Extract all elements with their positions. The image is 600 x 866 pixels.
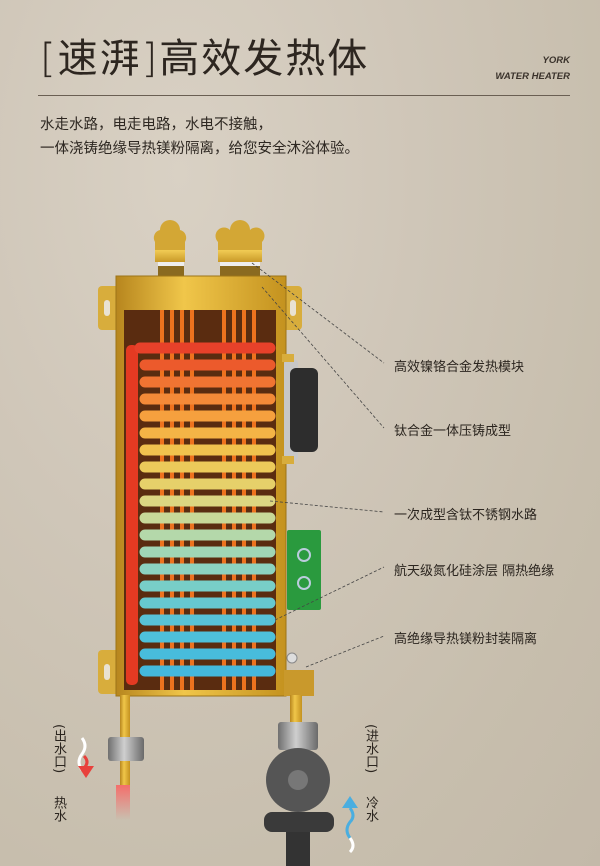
brand-logo: YORK WATER HEATER xyxy=(495,53,570,85)
callout-steel-waterway: 一次成型含钛不锈钢水路 xyxy=(394,508,538,523)
header-divider xyxy=(38,95,570,96)
circuit-board xyxy=(287,530,321,610)
callout-lines xyxy=(251,262,385,668)
brand-subtitle: WATER HEATER xyxy=(495,71,570,82)
outlet-port-label: (出水口) xyxy=(51,724,66,774)
page-title: [速湃]高效发热体 xyxy=(40,36,370,82)
brand-name: YORK xyxy=(542,55,570,66)
callout-titanium-casting: 钛合金一体压铸成型 xyxy=(394,424,512,439)
callout-silicon-nitride-coating: 航天级氮化硅涂层 隔热绝缘 xyxy=(394,564,555,579)
terminal-left xyxy=(153,220,187,276)
water-coil xyxy=(134,342,276,677)
callout-magnesium-insulation: 高绝缘导热镁粉封装隔离 xyxy=(394,632,538,647)
cold-water-label: 冷水 xyxy=(363,796,378,822)
intro-line-1: 水走水路，电走电路，水电不接触， xyxy=(40,117,272,133)
intro-line-2: 一体浇铸绝缘导热镁粉隔离，给您安全沐浴体验。 xyxy=(40,141,359,157)
hot-water-label: 热水 xyxy=(51,796,66,822)
terminal-right xyxy=(215,220,265,276)
callout-heating-module: 高效镍铬合金发热模块 xyxy=(394,360,525,375)
inlet-port-label: (进水口) xyxy=(363,724,378,774)
intro-text: 水走水路，电走电路，水电不接触， 一体浇铸绝缘导热镁粉隔离，给您安全沐浴体验。 xyxy=(40,113,359,161)
